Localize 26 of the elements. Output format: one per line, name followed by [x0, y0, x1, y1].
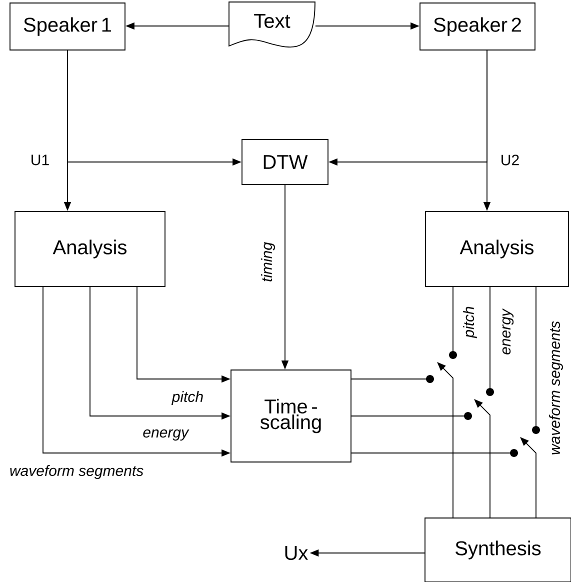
edge-label: U2	[499, 154, 521, 166]
edge-label: energy	[501, 308, 515, 356]
process-box: DTW	[242, 139, 328, 185]
process-box: Analysis	[425, 211, 569, 287]
switch-contact-line	[351, 412, 472, 420]
process-box: Time - scaling	[230, 370, 352, 462]
edge-label: pitch	[462, 305, 478, 339]
edge-label: pitch	[170, 390, 205, 406]
switch-arm	[437, 362, 454, 518]
edge-label: timing	[260, 241, 276, 283]
switch-contact-line	[351, 375, 434, 383]
process-box: Speaker 2	[420, 2, 536, 50]
node-label: Ux	[285, 546, 308, 560]
edge-label: waveform segments	[8, 464, 145, 480]
process-box: Speaker 1	[10, 2, 126, 50]
switch-contact-line	[486, 286, 494, 396]
edge-label: U1	[29, 154, 51, 166]
switch-contact-line	[449, 286, 457, 359]
edge-label: energy	[142, 428, 190, 442]
edge-label: waveform segments	[548, 320, 564, 456]
switch-arm	[474, 399, 490, 518]
process-box: Analysis	[14, 211, 166, 287]
switch-contact-line	[532, 286, 540, 434]
process-box: Synthesis	[424, 518, 571, 582]
switch-arm	[520, 437, 536, 518]
switch-contact-line	[351, 449, 518, 457]
